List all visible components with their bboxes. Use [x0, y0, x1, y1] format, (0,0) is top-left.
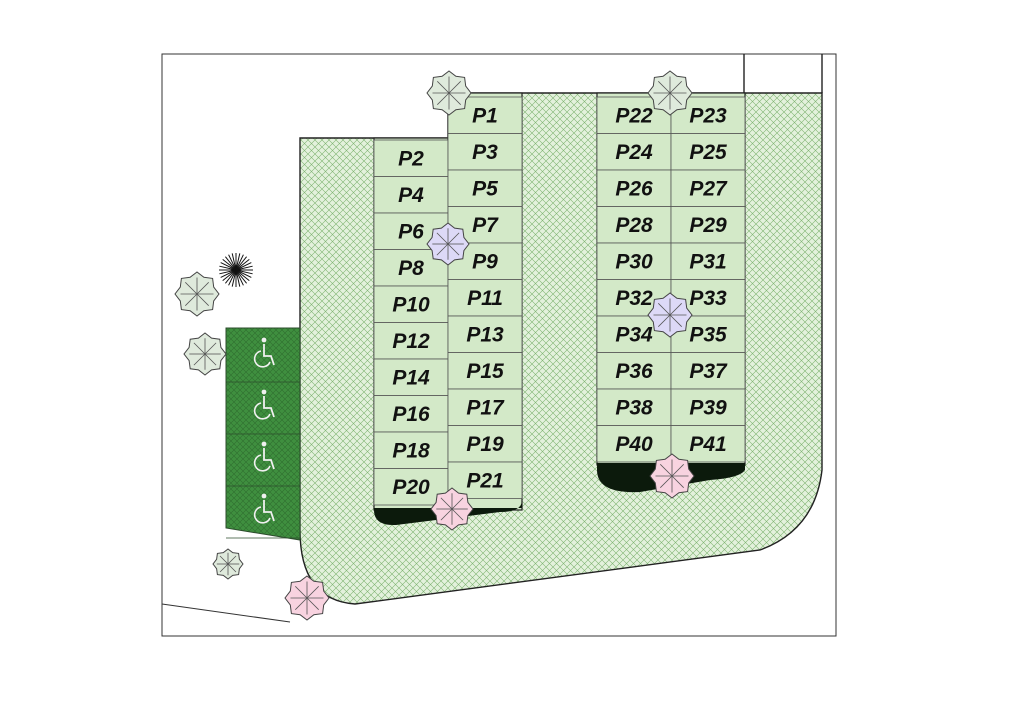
parking-spot-label: P13 — [466, 323, 504, 346]
parking-spot-label: P19 — [466, 433, 504, 456]
parking-spot — [373, 468, 449, 506]
parking-spot — [373, 176, 449, 214]
parking-spot — [447, 169, 523, 207]
parking-spot-label: P8 — [398, 257, 424, 280]
tree-icon — [647, 292, 693, 338]
parking-spot-label: P12 — [392, 330, 430, 353]
wheelchair-icon — [253, 389, 275, 420]
palm-icon — [219, 253, 253, 287]
parking-spot — [670, 206, 746, 244]
parking-spot-label: P26 — [615, 177, 653, 200]
parking-spot-label: P20 — [392, 476, 430, 499]
parking-spot-label: P18 — [392, 439, 430, 462]
parking-spot-label: P1 — [472, 104, 498, 127]
parking-spot-label: P22 — [615, 104, 653, 127]
parking-spot-label: P27 — [689, 177, 728, 200]
parking-spot-label: P29 — [689, 214, 727, 237]
parking-spot-label: P39 — [689, 396, 727, 419]
parking-spot — [447, 279, 523, 317]
parking-spot — [373, 322, 449, 360]
wheelchair-icon — [253, 441, 275, 472]
parking-spot-label: P34 — [615, 323, 653, 346]
parking-spot — [596, 206, 672, 244]
handicap-parking-block — [225, 327, 301, 541]
parking-spot-label: P10 — [392, 293, 430, 316]
parking-spot-label: P5 — [472, 177, 498, 200]
parking-spot-label: P37 — [689, 360, 728, 383]
parking-spot — [447, 461, 523, 499]
parking-spot-label: P28 — [615, 214, 653, 237]
parking-spot — [373, 285, 449, 323]
parking-spot — [447, 315, 523, 353]
parking-spot-label: P41 — [689, 433, 726, 456]
parking-spot-label: P9 — [472, 250, 498, 273]
parking-spot-label: P30 — [615, 250, 653, 273]
parking-spot-label: P25 — [689, 141, 727, 164]
parking-spot-label: P40 — [615, 433, 653, 456]
parking-spot-label: P23 — [689, 104, 727, 127]
parking-spot — [670, 388, 746, 426]
parking-spot — [447, 133, 523, 171]
parking-spot-label: P38 — [615, 396, 653, 419]
tree-icon — [212, 548, 244, 580]
parking-spot-label: P31 — [689, 250, 726, 273]
tree-icon — [183, 332, 227, 376]
parking-spot-label: P2 — [398, 147, 424, 170]
parking-spot — [670, 425, 746, 463]
parking-spot-label: P35 — [689, 323, 727, 346]
parking-spot-label: P7 — [472, 214, 499, 237]
parking-spot — [670, 169, 746, 207]
wheelchair-icon — [253, 337, 275, 368]
parking-spot — [596, 425, 672, 463]
parking-spot-label: P4 — [398, 184, 424, 207]
tree-icon — [430, 487, 474, 531]
parking-spot — [596, 352, 672, 390]
tree-icon — [426, 222, 470, 266]
parking-spot-label: P15 — [466, 360, 504, 383]
wheelchair-icon — [253, 493, 275, 524]
tree-icon — [647, 70, 693, 116]
parking-spot — [447, 388, 523, 426]
parking-spot — [670, 352, 746, 390]
parking-spot — [670, 242, 746, 280]
parking-spot-label: P14 — [392, 366, 430, 389]
parking-spot-label: P33 — [689, 287, 727, 310]
property-line — [161, 603, 291, 623]
parking-spot-label: P16 — [392, 403, 430, 426]
parking-spot-label: P24 — [615, 141, 653, 164]
tree-group — [174, 70, 695, 621]
tree-icon — [649, 453, 695, 499]
parking-spot-label: P21 — [466, 469, 503, 492]
parking-spot-label: P32 — [615, 287, 653, 310]
parking-spot-label: P6 — [398, 220, 424, 243]
parking-spot-label: P17 — [466, 396, 505, 419]
parking-spot — [447, 352, 523, 390]
tree-icon — [426, 70, 472, 116]
tree-icon — [284, 575, 330, 621]
parking-spot-label: P11 — [467, 287, 503, 310]
parking-spot — [447, 425, 523, 463]
tree-icon — [174, 271, 220, 317]
parking-spot — [373, 431, 449, 469]
parking-spot-label: P36 — [615, 360, 653, 383]
parking-spot — [670, 133, 746, 171]
parking-spot-label: P3 — [472, 141, 498, 164]
